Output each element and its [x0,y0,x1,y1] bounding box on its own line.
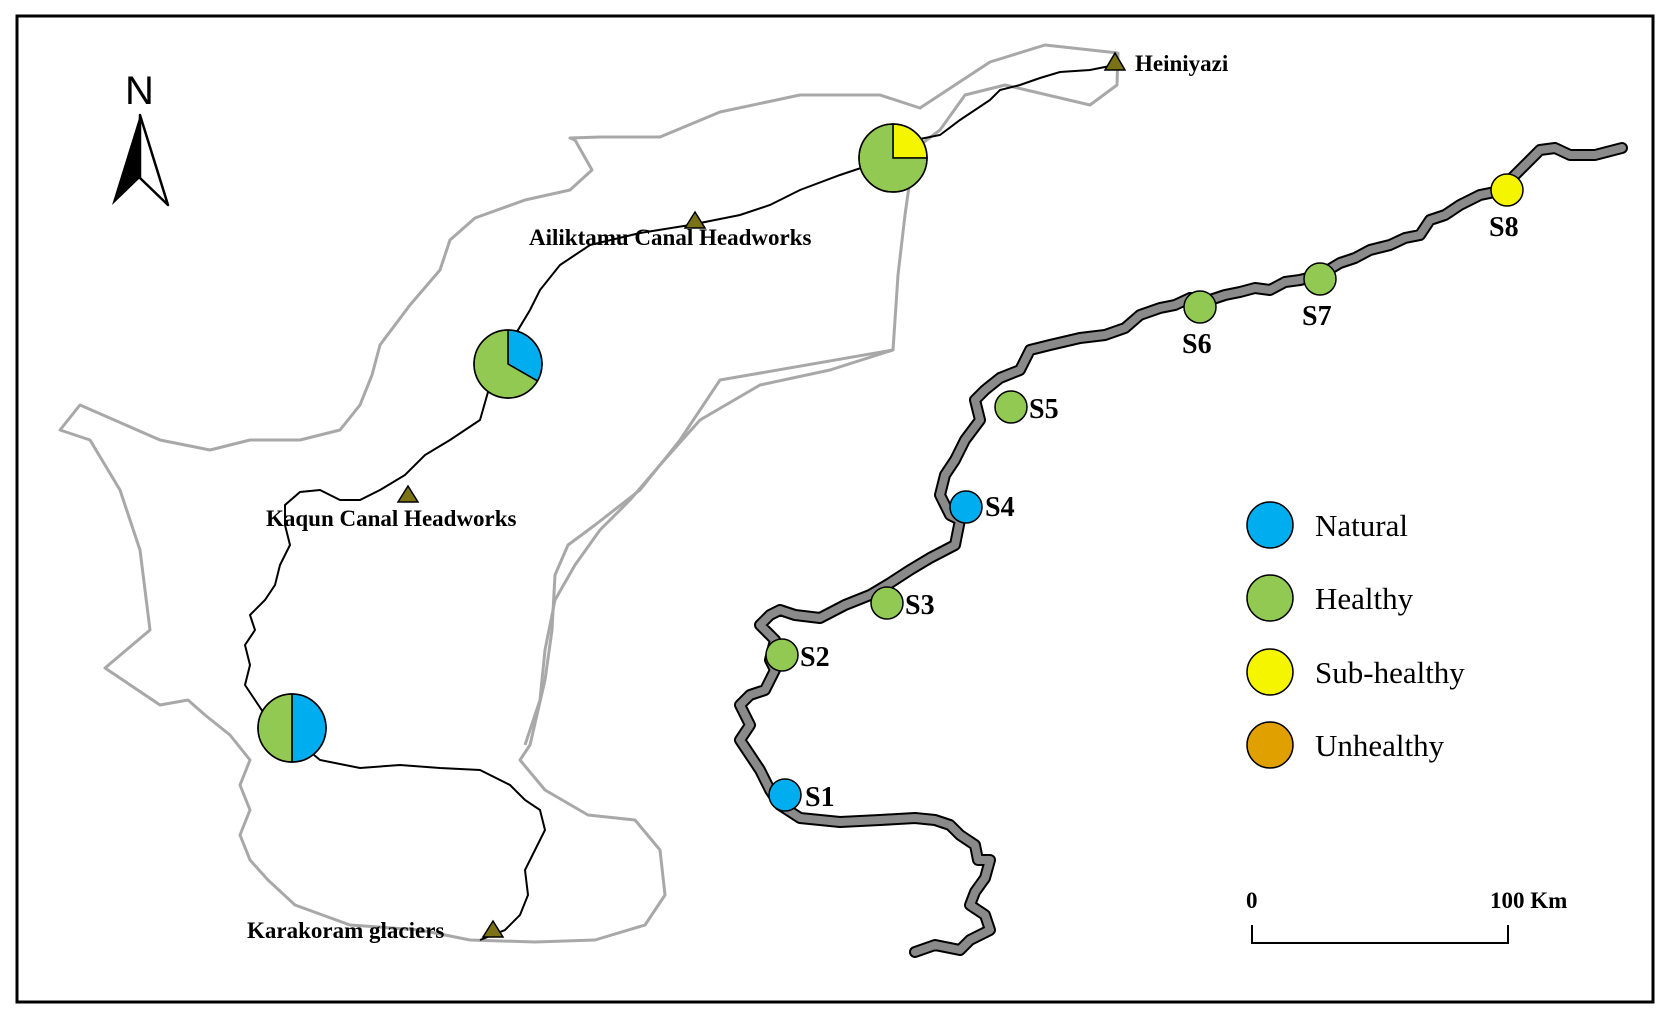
marker-karakoram [481,919,505,938]
basin-boundary [58,43,1120,944]
site-label: S7 [1302,301,1332,332]
site-s1: S1 [768,778,835,813]
legend-swatch [1246,501,1294,549]
place-label-heiniyazi: Heiniyazi [1135,51,1229,76]
marker-kaqun [396,484,420,503]
pie-outline [257,693,327,763]
site-marker [1183,290,1217,324]
scale-end-label: 100 Km [1490,888,1567,913]
place-label-ailiktamu: Ailiktamu Canal Headworks [529,225,811,250]
legend-item-sub-healthy: Sub-healthy [1246,648,1465,696]
site-label: S6 [1182,329,1212,360]
site-marker [1490,173,1524,207]
legend: Natural Healthy Sub-healthy Unhealthy [1246,501,1465,769]
site-label: S5 [1029,394,1059,425]
site-marker [949,490,983,524]
legend-swatch [1246,648,1294,696]
place-label-kaqun: Kaqun Canal Headworks [266,506,517,531]
legend-label: Unhealthy [1315,728,1445,763]
legend-swatch [1246,574,1294,622]
north-arrow: N [112,69,170,207]
site-label: S2 [800,642,830,673]
north-arrow-label: N [125,69,154,113]
legend-label: Healthy [1315,581,1414,616]
pie-chart-upper [858,123,928,193]
site-marker [870,586,904,620]
site-label: S4 [985,492,1015,523]
river-right-core [736,144,1626,956]
site-marker [765,638,799,672]
scale-bar: 0 100 Km [1246,888,1567,944]
site-s5: S5 [994,390,1059,425]
scale-start-label: 0 [1246,888,1258,913]
site-marker [994,390,1028,424]
north-arrow-right-half [138,113,170,207]
sub-basin-boundary [523,348,894,746]
site-label: S3 [905,590,935,621]
scale-bar-line [1251,925,1509,944]
pie-outline [473,329,543,399]
place-label-karakoram: Karakoram glaciers [247,918,444,943]
legend-label: Sub-healthy [1315,655,1465,690]
site-s6: S6 [1182,290,1217,360]
map-frame [15,14,1655,1004]
site-s2: S2 [765,638,830,673]
site-s3: S3 [870,586,935,621]
legend-item-unhealthy: Unhealthy [1246,721,1445,769]
site-s4: S4 [949,490,1015,524]
site-s7: S7 [1302,262,1337,332]
site-s8: S8 [1489,173,1524,243]
pie-outline [858,123,928,193]
site-label: S8 [1489,212,1519,243]
site-marker [768,778,802,812]
pie-chart-middle [473,329,543,399]
pie-chart-lower [257,693,327,763]
marker-heiniyazi [1103,51,1127,71]
marker-ailiktamu [683,210,707,229]
site-marker [1303,262,1337,296]
legend-swatch [1246,721,1294,769]
north-arrow-left-half [112,115,140,205]
legend-label: Natural [1315,508,1408,543]
site-label: S1 [805,782,835,813]
legend-item-healthy: Healthy [1246,574,1414,622]
legend-item-natural: Natural [1246,501,1408,549]
